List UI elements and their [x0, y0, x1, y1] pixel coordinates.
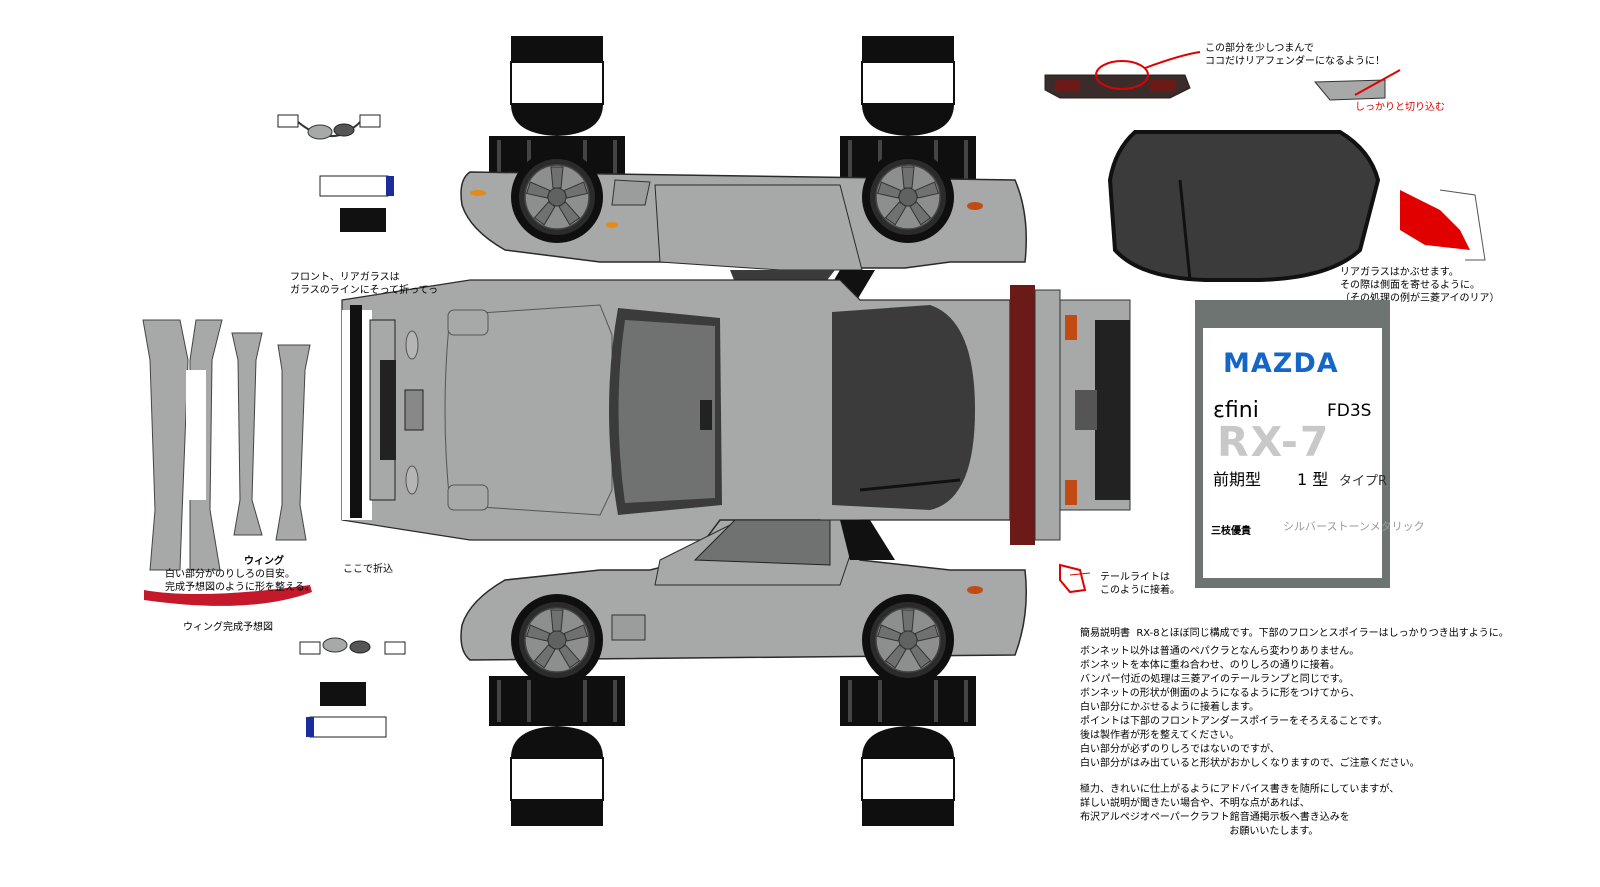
description-body: ボンネット以外は普通のペパクラとなんら変わりありません。 ボンネットを本体に重ね… — [1080, 646, 1420, 769]
color-name: シルバーストーンメタリック — [1283, 520, 1425, 533]
description-title: 簡易説明書 RX-8とほぼ同じ構成です。下部のフロンとスポイラーはしっかりつき出… — [1080, 628, 1509, 639]
note-fold-here: ここで折込 — [343, 564, 393, 575]
cut-in-detail — [1313, 69, 1401, 101]
mirror-parts-top — [277, 114, 394, 232]
model-name: RX-7 — [1217, 418, 1331, 466]
description-footer: 極力、きれいに仕上がるようにアドバイス書きを随所にしていますが、 詳しい説明が聞… — [1080, 784, 1400, 837]
note-wing-hint: 白い部分がのりしろの目安。 完成予想図のように形を整える。 — [165, 569, 315, 593]
note-rear-fender: この部分を少しつまんで ココだけリアフェンダーになるように！ — [1205, 43, 1385, 67]
wheel-rear-bottom — [861, 593, 955, 687]
wheel-front-top — [510, 150, 604, 244]
tire-strip-rear-bottom — [839, 675, 977, 827]
wheel-front-bottom — [510, 593, 604, 687]
top-plan-panel — [341, 279, 1131, 545]
chassis-code: FD3S — [1327, 401, 1372, 421]
model-label-card: MAZDA εfini FD3S RX-7 前期型 1 型 タイプR 三枝優貴 … — [1195, 300, 1425, 588]
wing-parts — [142, 319, 312, 606]
mirror-parts-bottom — [299, 637, 406, 738]
generation: 前期型 — [1213, 470, 1262, 489]
rear-fender-part — [1044, 51, 1201, 99]
brand-logo: MAZDA — [1223, 348, 1339, 379]
note-tail-light: テールライトは このように接着。 — [1100, 572, 1180, 596]
wheel-rear-top — [861, 150, 955, 244]
note-glass-fold: フロント、リアガラスは ガラスのラインにそって折ってっ — [290, 272, 438, 296]
trim-name: タイプR — [1339, 474, 1388, 489]
note-wing-preview: ウィング完成予想図 — [183, 622, 273, 633]
note-cut-in: しっかりと切り込む — [1355, 102, 1445, 113]
rear-glass-part — [1107, 130, 1381, 282]
tire-strip-front-bottom — [488, 675, 626, 827]
note-wing-title: ウィング — [244, 556, 284, 567]
designer-name: 三枝優貴 — [1211, 526, 1251, 537]
type-number: 1 型 — [1297, 470, 1329, 489]
sub-brand: εfini — [1213, 398, 1259, 423]
tail-light-hint-bottom — [1059, 563, 1091, 594]
note-rear-glass: リアガラスはかぶせます。 その際は側面を寄せるように。 （その処理の例が三菱アイ… — [1340, 267, 1500, 304]
tail-light-hint — [1400, 189, 1486, 261]
